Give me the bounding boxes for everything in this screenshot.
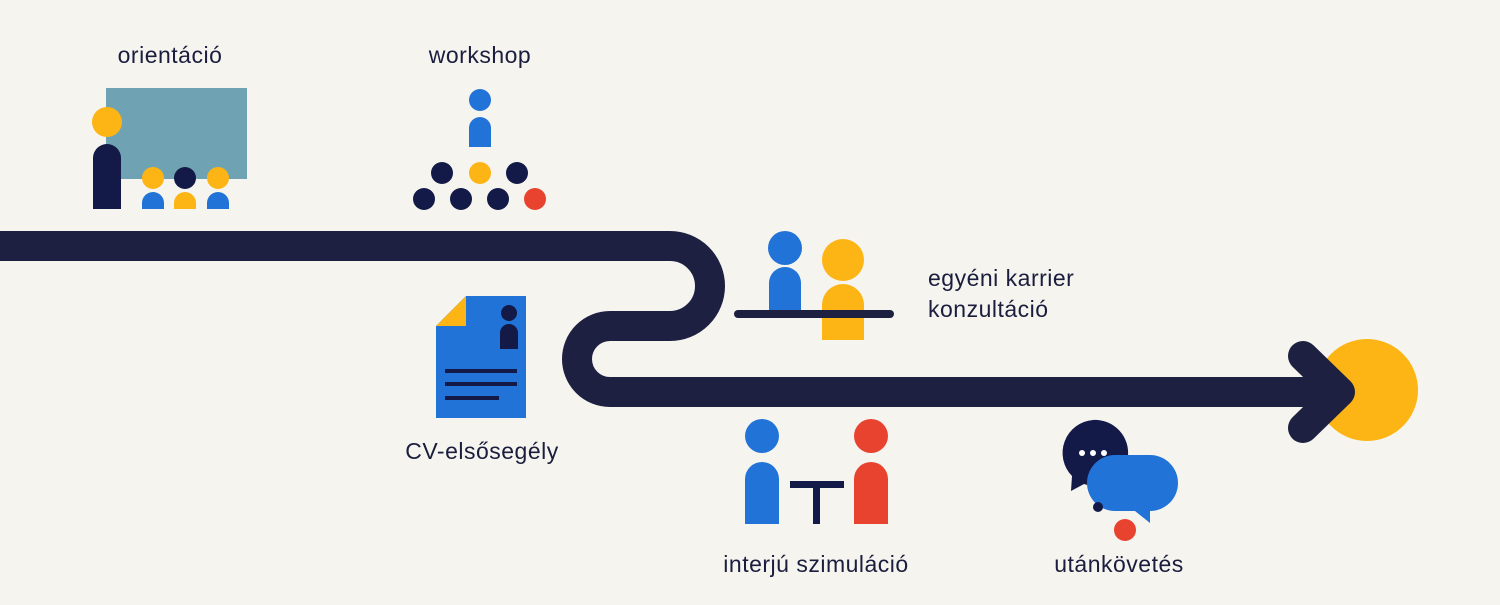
text-line bbox=[445, 369, 517, 373]
student-body bbox=[142, 192, 164, 209]
presenter-head bbox=[469, 89, 491, 111]
step-label-interju: interjú szimuláció bbox=[723, 551, 909, 577]
goal-circle-icon bbox=[1316, 339, 1418, 441]
consultation-icon bbox=[734, 231, 894, 340]
participant-dot bbox=[469, 162, 491, 184]
step-label-workshop: workshop bbox=[428, 42, 532, 68]
teacher-body bbox=[93, 144, 121, 209]
participant-dot bbox=[450, 188, 472, 210]
chat-bubbles-icon bbox=[1062, 419, 1178, 541]
step-label-orientacio: orientáció bbox=[117, 42, 223, 68]
photo-head bbox=[501, 305, 517, 321]
road-path bbox=[0, 231, 1340, 407]
interviewee-head bbox=[745, 419, 779, 453]
participant-dot bbox=[487, 188, 509, 210]
interviewee-body bbox=[745, 462, 779, 524]
group-workshop-icon bbox=[413, 89, 546, 210]
person-head bbox=[768, 231, 802, 265]
student-head bbox=[174, 167, 196, 189]
student-body bbox=[174, 192, 196, 209]
step-label-cv: CV-elsősegély bbox=[405, 438, 559, 464]
typing-dot bbox=[1101, 450, 1107, 456]
participant-dot bbox=[524, 188, 546, 210]
step-label-egyeni-line2: konzultáció bbox=[928, 296, 1049, 322]
chat-bubble-blue bbox=[1087, 455, 1178, 523]
interview-icon bbox=[745, 419, 888, 524]
typing-dot bbox=[1090, 450, 1096, 456]
photo-body bbox=[500, 324, 518, 349]
chat-dot bbox=[1093, 502, 1103, 512]
document-fold bbox=[436, 296, 466, 326]
table-leg bbox=[813, 481, 820, 524]
typing-dot bbox=[1079, 450, 1085, 456]
participant-dot bbox=[413, 188, 435, 210]
board-shape bbox=[106, 88, 247, 179]
step-label-egyeni-line1: egyéni karrier bbox=[928, 265, 1075, 291]
participant-dot bbox=[431, 162, 453, 184]
text-line bbox=[445, 382, 517, 386]
participant-dot bbox=[506, 162, 528, 184]
interviewer-head bbox=[854, 419, 888, 453]
teacher-head bbox=[92, 107, 122, 137]
person-body bbox=[769, 267, 801, 312]
chat-dot bbox=[1114, 519, 1136, 541]
interviewer-body bbox=[854, 462, 888, 524]
arrow-head-icon bbox=[1288, 341, 1355, 443]
student-head bbox=[142, 167, 164, 189]
cv-document-icon bbox=[436, 296, 526, 418]
person-head bbox=[822, 239, 864, 281]
student-body bbox=[207, 192, 229, 209]
text-line bbox=[445, 396, 499, 400]
student-head bbox=[207, 167, 229, 189]
classroom-icon bbox=[92, 88, 247, 209]
step-label-egyeni: egyéni karrier konzultáció bbox=[928, 263, 1074, 325]
step-label-utankovetes: utánkövetés bbox=[1054, 551, 1184, 577]
presenter-body bbox=[469, 117, 491, 147]
